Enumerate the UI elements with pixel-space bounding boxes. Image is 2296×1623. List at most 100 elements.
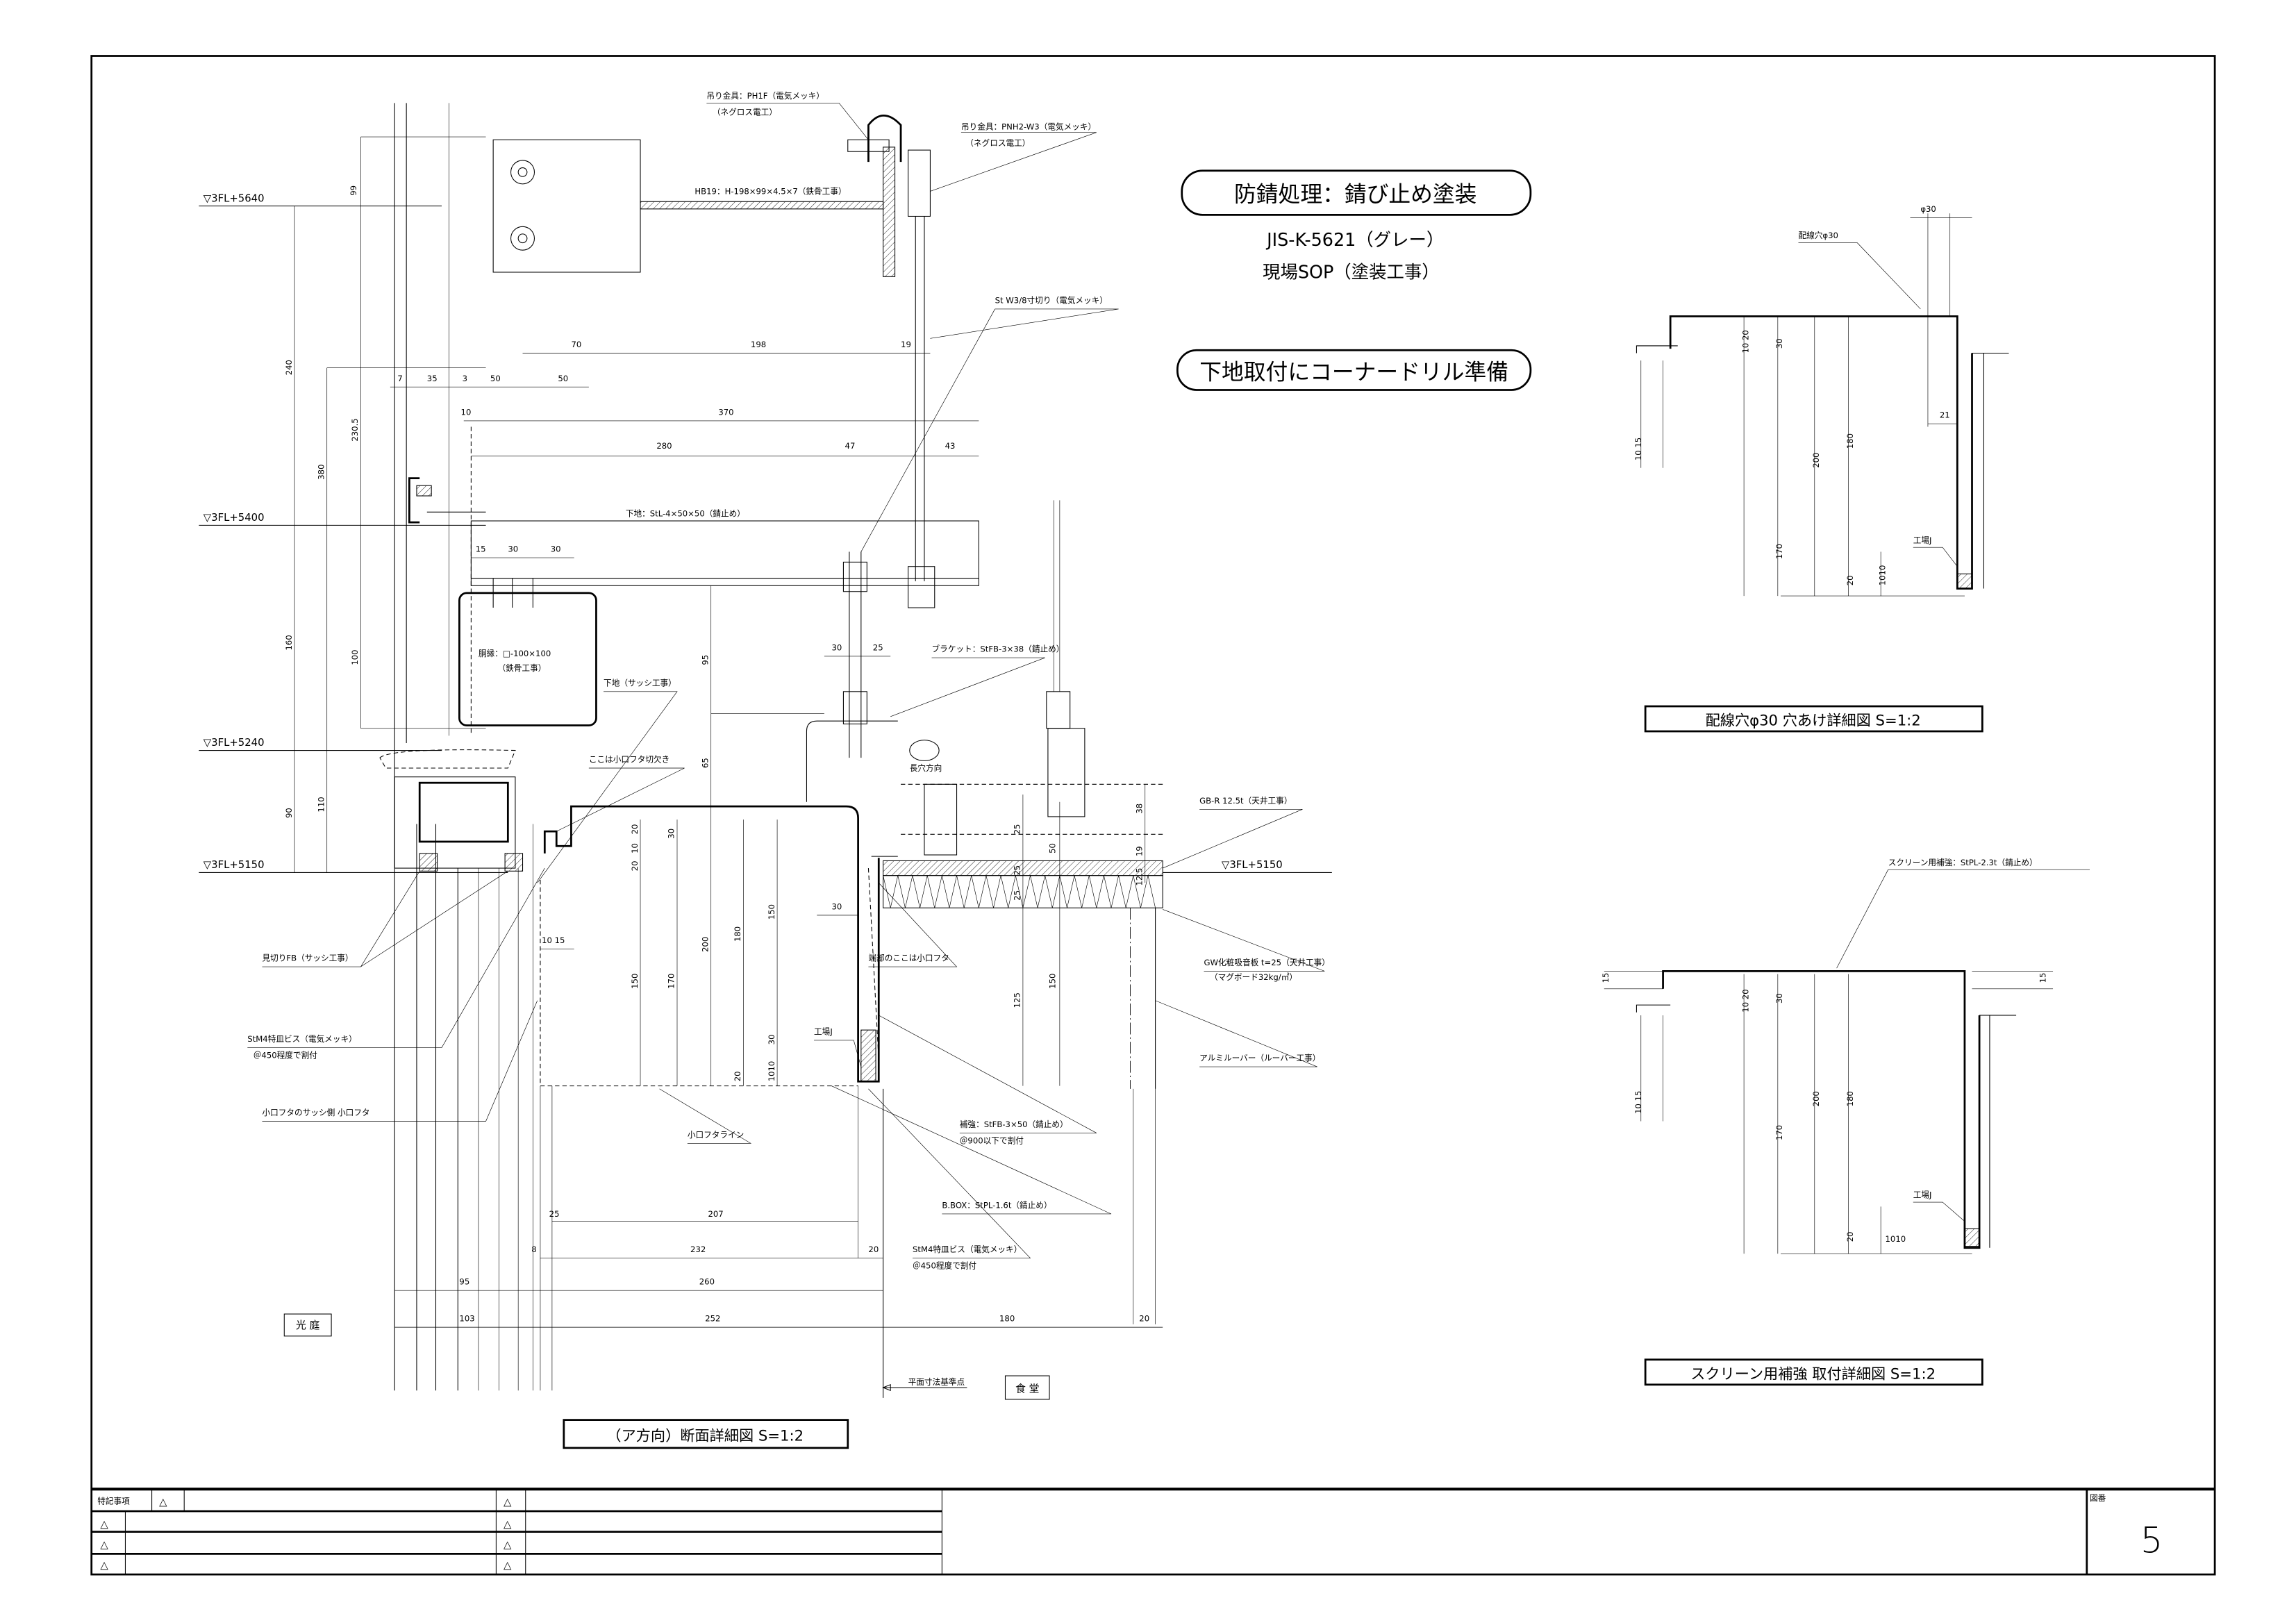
dimension-label: 150 (630, 974, 640, 989)
callout-label: ここは小口フタ切欠き (589, 755, 669, 765)
jis-spec-note: JIS-K-5621（グレー） (1265, 229, 1444, 250)
revision-mark: △ (100, 1560, 108, 1572)
callout-label: 見切りFB（サッシ工事） (263, 954, 353, 963)
callout-label: 吊り金具：PNH2-W3（電気メッキ） (961, 122, 1096, 131)
dimension-label: 20 (630, 824, 640, 835)
callout-label: 下地：StL-4×50×50（錆止め） (626, 509, 745, 519)
dimension-label: 70 (571, 340, 581, 349)
corner-drill-note-box (1176, 349, 1532, 391)
callout-label: （ネグロス電工） (965, 138, 1030, 148)
dimension-label: 207 (708, 1209, 723, 1219)
revision-mark: △ (504, 1560, 512, 1572)
callout-label: B.BOX：StPL-1.6t（錆止め） (942, 1201, 1051, 1210)
dimension-label: 30 (831, 642, 842, 652)
dimension-label: 200 (1811, 453, 1821, 468)
dimension-label: 25 (873, 642, 883, 652)
title-block: 特記事項 △ △ △ △ △ △ △ △ 図番 5 (91, 1488, 2215, 1575)
callout-label: 小口フタライン (688, 1130, 744, 1140)
callout-label: 小口フタのサッシ側 小口フタ (263, 1108, 370, 1117)
dimension-label: 10 20 (1740, 330, 1750, 353)
dimension-label: 10 15 (1633, 1091, 1643, 1114)
dimension-label: 232 (690, 1245, 706, 1254)
sheet-number: 5 (2140, 1520, 2163, 1560)
dimension-label: 65 (700, 758, 710, 768)
dimension-label: 180 (733, 926, 742, 942)
notes-area: 防錆処理：錆び止め塗装 JIS-K-5621（グレー） 現場SOP（塗装工事） … (1176, 169, 1532, 391)
callout-label: ＠900以下で割付 (960, 1135, 1024, 1145)
dimension-label: 99 (349, 185, 358, 196)
dimension-label: 7 (397, 374, 402, 383)
callout-label: 工場J (1913, 1190, 1932, 1200)
special-notes-label: 特記事項 (97, 1496, 130, 1506)
dimension-label: 10 20 (1740, 989, 1750, 1012)
screen-title: スクリーン用補強 取付詳細図 S=1:2 (1690, 1365, 1936, 1382)
dimension-label: 25 (1013, 890, 1022, 901)
dimension-label: 12.5 (1135, 868, 1145, 886)
dimension-label: 15 (2038, 973, 2047, 983)
dimension-label: 100 (350, 649, 360, 665)
dimension-label: 160 (284, 635, 294, 650)
rust-prevention-note: 防錆処理：錆び止め塗装 (1234, 182, 1476, 207)
screen-title-box (1644, 1358, 1983, 1386)
callout-label: （ネグロス電工） (713, 107, 777, 117)
dimension-label: 20 (1845, 575, 1855, 585)
callout-label: 平面寸法基準点 (908, 1377, 965, 1387)
dimension-label: 1010 (1878, 565, 1888, 586)
dimension-label: 280 (656, 441, 672, 451)
section-title-box (563, 1419, 849, 1449)
dimension-label: φ30 (1920, 204, 1936, 214)
callout-label: 端部のここは小口フタ (868, 954, 949, 963)
site-sop-note: 現場SOP（塗装工事） (1263, 261, 1440, 282)
dimension-label: 230.5 (350, 418, 360, 441)
callout-label: 長穴方向 (910, 763, 942, 773)
dimension-label: 30 (1774, 993, 1784, 1004)
callout-label: 下地（サッシ工事） (604, 678, 676, 688)
rust-prevention-note-box (1181, 169, 1532, 216)
dimension-label: 15 (476, 544, 486, 554)
dimension-label: 198 (751, 340, 766, 349)
dimension-label: 125 (1013, 992, 1022, 1008)
light-court-box (283, 1313, 332, 1337)
level-label: ▽3FL+5150 (203, 859, 265, 871)
dimension-label: 170 (1774, 544, 1784, 559)
callout-label: GB-R 12.5t（天井工事） (1199, 796, 1292, 806)
callout-label: 吊り金具：PH1F（電気メッキ） (706, 91, 824, 101)
callout-label: 配線穴φ30 (1798, 231, 1838, 240)
dimension-label: 240 (284, 360, 294, 375)
revision-mark: △ (100, 1518, 108, 1530)
dimension-label: 30 (831, 901, 842, 911)
dimension-label: 30 (551, 544, 561, 554)
dimension-label: 150 (767, 904, 776, 919)
dining-box (1004, 1375, 1050, 1400)
revision-mark: △ (100, 1539, 108, 1551)
dimension-label: 180 (999, 1314, 1015, 1324)
dimension-label: 15 (1601, 973, 1611, 983)
callout-label: アルミルーバー（ルーバー工事） (1199, 1054, 1320, 1063)
callout-label: 工場J (814, 1026, 833, 1036)
dimension-label: 170 (1774, 1125, 1784, 1140)
callout-label: 補強：StFB-3×50（錆止め） (960, 1120, 1068, 1129)
callout-label: ＠450程度で割付 (253, 1050, 317, 1060)
dimension-label: 20 (1845, 1231, 1855, 1242)
dimension-label: 8 (531, 1245, 536, 1254)
wiring-hole-title: 配線穴φ30 穴あけ詳細図 S=1:2 (1706, 712, 1921, 729)
dimension-label: 30 (1774, 338, 1784, 349)
dimension-label: 50 (490, 374, 501, 383)
callout-label: ブラケット：StFB-3×38（錆止め） (932, 644, 1065, 654)
level-markers: ▽3FL+5640▽3FL+5400▽3FL+5240▽3FL+5150▽3FL… (203, 192, 1283, 871)
callout-label: 工場J (1913, 535, 1932, 545)
dimension-label: 95 (459, 1277, 469, 1287)
dimension-label: 25 (549, 1209, 560, 1219)
dimension-label: 10 (461, 407, 472, 417)
dimension-label: 50 (1048, 843, 1058, 854)
dimension-label: 47 (845, 441, 856, 451)
dimension-label: 38 (1135, 804, 1145, 814)
callout-label: スクリーン用補強：StPL-2.3t（錆止め） (1888, 858, 2038, 867)
dimension-label: 43 (945, 441, 956, 451)
dimension-label: 19 (901, 340, 911, 349)
callout-label: ＠450程度で割付 (913, 1260, 976, 1270)
level-label: ▽3FL+5240 (203, 737, 265, 749)
dimension-label: 90 (284, 808, 294, 818)
dimension-label: 30 (508, 544, 518, 554)
dimension-label: 25 (1013, 865, 1022, 876)
